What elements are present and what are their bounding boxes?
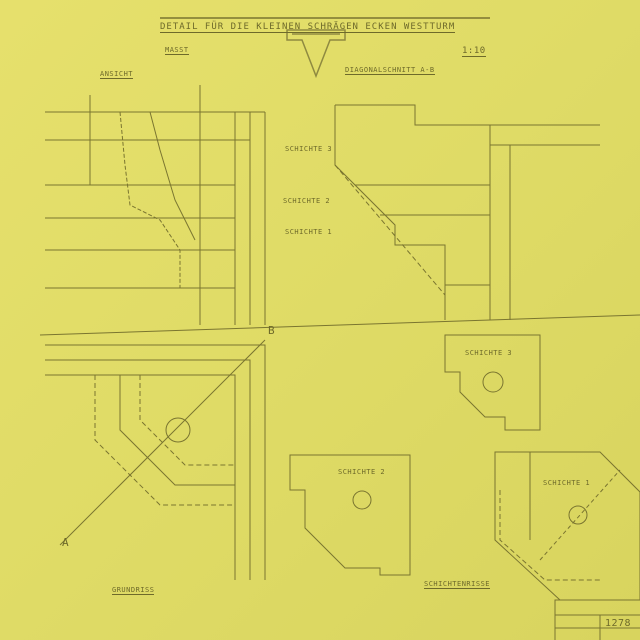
- point-a-label: A: [62, 536, 70, 549]
- plan-label: GRUNDRISS: [112, 586, 155, 595]
- stamp-box: [554, 599, 640, 640]
- layer1-plan-label: SCHICHTE 1: [543, 479, 591, 487]
- scale-label: MASST: [165, 46, 189, 55]
- divider-line: [39, 314, 640, 336]
- layer-3-plan: [444, 334, 541, 431]
- plan-view: [45, 339, 266, 580]
- logo: [286, 29, 346, 79]
- stamp-number: 1278: [605, 618, 632, 629]
- layers-label: SCHICHTENRISSE: [424, 580, 491, 589]
- section-label: DIAGONALSCHNITT A-B: [345, 66, 435, 75]
- drawing-subtitle: DETAIL FÜR DIE KLEINEN SCHRÄGEN ECKEN WE…: [160, 22, 456, 33]
- layer-1-plan: [494, 451, 640, 601]
- elevation-label: ANSICHT: [100, 70, 134, 79]
- layer-2-plan: [289, 454, 411, 576]
- layer3-plan-label: SCHICHTE 3: [465, 349, 513, 357]
- scale-value: 1:10: [462, 46, 486, 57]
- layer3-section-label: SCHICHTE 3: [285, 145, 333, 153]
- layer2-section-label: SCHICHTE 2: [283, 197, 331, 205]
- layer1-section-label: SCHICHTE 1: [285, 228, 333, 236]
- section-view: [334, 104, 600, 320]
- elevation-view: [45, 85, 266, 325]
- layer2-plan-label: SCHICHTE 2: [338, 468, 386, 476]
- point-b-label: B: [268, 324, 276, 337]
